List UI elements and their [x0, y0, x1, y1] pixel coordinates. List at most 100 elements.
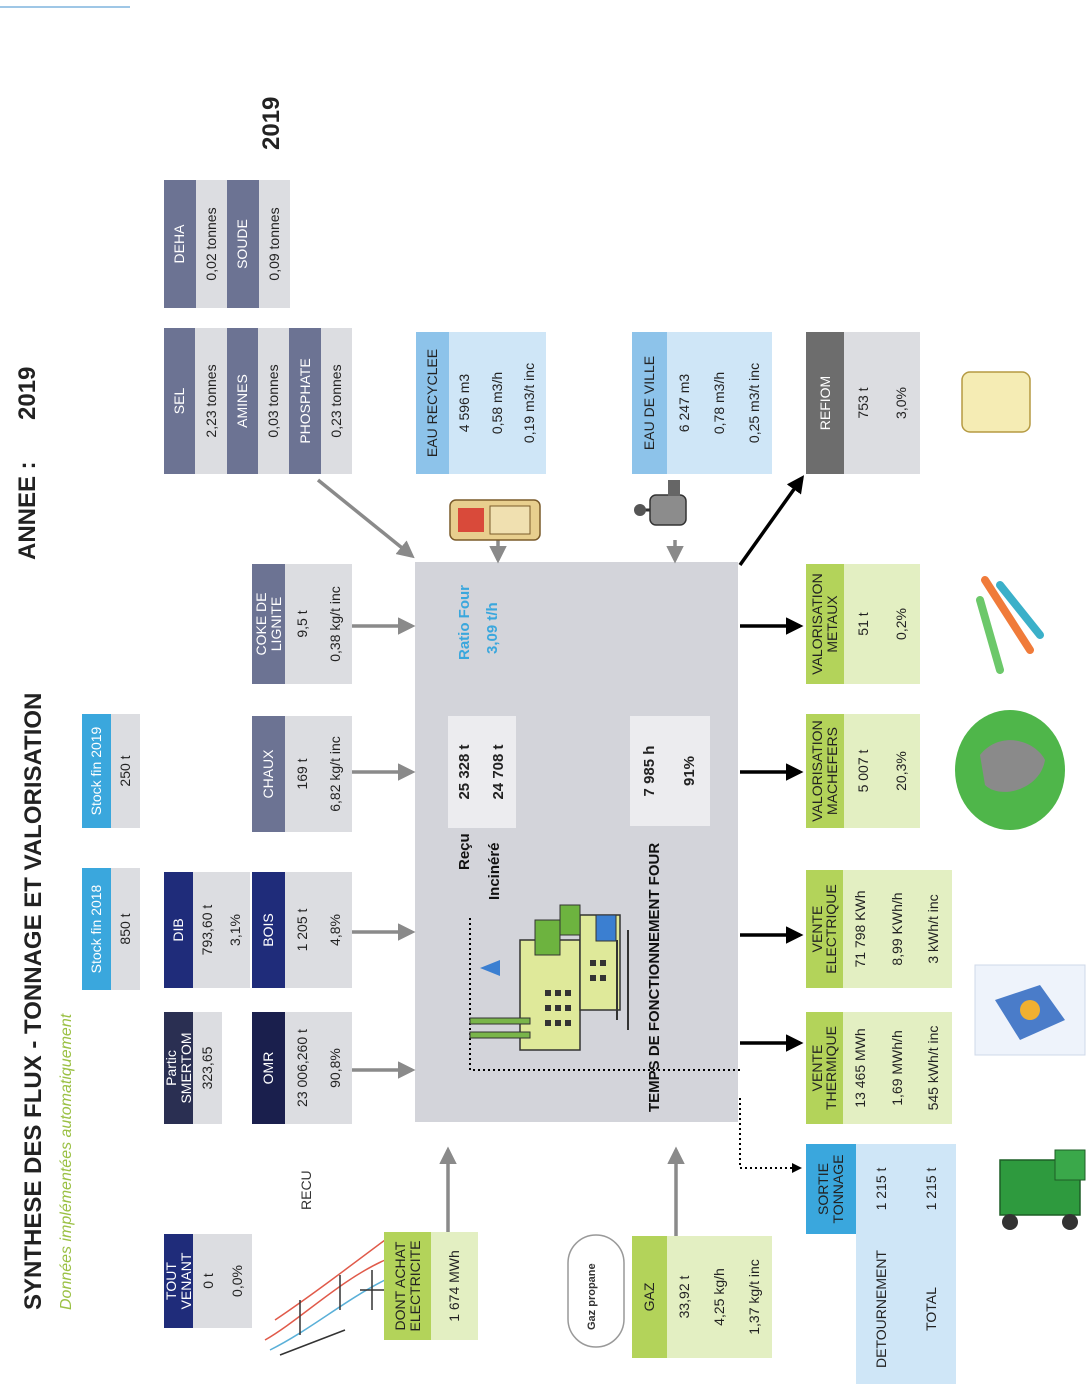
box-vente-thermique: VENTE THERMIQUE 13 465 MWh 1,69 MWh/h 54…: [806, 1012, 952, 1124]
box-stock-2018: Stock fin 2018 850 t: [82, 868, 140, 990]
stock-2019-label: Stock fin 2019: [82, 714, 111, 828]
box-machefers: VALORISATION MACHEFERS 5 007 t 20,3%: [806, 714, 920, 828]
box-sortie-labels: DETOURNEMENT TOTAL: [856, 1234, 956, 1384]
box-electricite: DONT ACHAT ELECTRICITE 1 674 MWh: [384, 1232, 478, 1340]
electrique-ratio: 3 kWh/t inc: [915, 870, 952, 988]
metaux-value: 51 t: [844, 564, 882, 684]
electricite-label: DONT ACHAT ELECTRICITE: [384, 1232, 431, 1340]
dib-value: 793,60 t: [192, 872, 222, 988]
sel-label: SEL: [164, 328, 196, 474]
bois-pct: 4,8%: [318, 872, 352, 988]
detournement-label: DETOURNEMENT: [856, 1234, 906, 1384]
refiom-bag-icon: [961, 371, 1031, 433]
total-label: TOTAL: [906, 1234, 956, 1384]
eau-ville-ratio: 0,25 m3/t inc: [737, 332, 772, 474]
eau-ville-rate: 0,78 m3/h: [702, 332, 737, 474]
pump-icon: [449, 499, 541, 541]
recu-center-label: Reçu: [456, 833, 473, 870]
amines-value: 0,03 tonnes: [257, 328, 290, 474]
box-vente-electrique: VENTE ELECTRIQUE 71 798 KWh 8,99 KWh/h 3…: [806, 870, 952, 988]
eau-recyclee-value: 4 596 m3: [448, 332, 481, 474]
electricite-value: 1 674 MWh: [431, 1232, 478, 1340]
coke-label: COKE DE LIGNITE: [252, 564, 286, 684]
gaz-ratio: 1,37 kg/t inc: [737, 1236, 772, 1358]
soude-label: SOUDE: [227, 180, 259, 308]
box-eau-recyclee: EAU RECYCLEE 4 596 m3 0,58 m3/h 0,19 m3/…: [416, 332, 546, 474]
dib-pct: 3,1%: [221, 872, 251, 988]
sortie-detournement-value: 1 215 t: [856, 1144, 906, 1234]
gaz-propane-label: Gaz propane: [586, 1263, 598, 1330]
box-dib: DIB 793,60 t 3,1%: [164, 872, 251, 988]
dib-label: DIB: [164, 872, 193, 988]
gaz-value: 33,92 t: [667, 1236, 702, 1358]
thermique-rate: 1,69 MWh/h: [879, 1012, 916, 1124]
amines-label: AMINES: [226, 328, 258, 474]
partic-smertom-value: 323,65: [193, 1012, 222, 1124]
thermique-ratio: 545 kWh/t inc: [915, 1012, 952, 1124]
phosphate-label: PHOSPHATE: [289, 328, 321, 474]
electrique-label: VENTE ELECTRIQUE: [806, 870, 843, 988]
phosphate-value: 0,23 tonnes: [320, 328, 352, 474]
box-gaz: GAZ 33,92 t 4,25 kg/h 1,37 kg/t inc: [632, 1236, 772, 1358]
metaux-label: VALORISATION METAUX: [806, 564, 844, 684]
chaux-label: CHAUX: [252, 716, 286, 832]
electrique-value: 71 798 KWh: [842, 870, 879, 988]
box-coke: COKE DE LIGNITE 9,5 t 0,38 kg/t inc: [252, 564, 352, 684]
sortie-label: SORTIE TONNAGE: [806, 1144, 856, 1234]
gaz-rate: 4,25 kg/h: [702, 1236, 737, 1358]
omr-label: OMR: [252, 1012, 286, 1124]
sortie-total-value: 1 215 t: [906, 1144, 956, 1234]
incinere-value: 24 708 t: [490, 744, 508, 800]
box-temps: 7 985 h 91%: [630, 716, 710, 826]
electrique-rate: 8,99 KWh/h: [879, 870, 916, 988]
gas-tank-icon: [567, 1234, 625, 1348]
valve-icon: [634, 480, 687, 526]
machefers-value: 5 007 t: [844, 714, 882, 828]
gaz-label: GAZ: [632, 1236, 667, 1358]
deha-label: DEHA: [164, 180, 196, 308]
box-omr: OMR 23 006,260 t 90,8%: [252, 1012, 352, 1124]
ratio-four-label: Ratio Four: [456, 585, 473, 660]
refiom-value: 753 t: [844, 332, 882, 474]
recu-label: RECU: [298, 1170, 314, 1210]
sel-value: 2,23 tonnes: [195, 328, 227, 474]
temps-label: TEMPS DE FONCTIONNEMENT FOUR: [646, 842, 663, 1112]
pylon-icon: [264, 1239, 386, 1356]
box-refiom: REFIOM 753 t 3,0%: [806, 332, 920, 474]
box-partic-smertom: Partic SMERTOM 323,65: [164, 1012, 222, 1124]
factory-icon: [469, 904, 629, 1051]
turbine-icon: [974, 964, 1086, 1056]
box-chaux: CHAUX 169 t 6,82 kg/t inc: [252, 716, 352, 832]
eau-recyclee-label: EAU RECYCLEE: [416, 332, 449, 474]
machefers-pct: 20,3%: [882, 714, 920, 828]
partic-smertom-label: Partic SMERTOM: [164, 1012, 193, 1124]
box-tout-venant: TOUT VENANT 0 t 0,0%: [164, 1234, 252, 1328]
tout-venant-pct: 0,0%: [222, 1234, 252, 1328]
eau-ville-value: 6 247 m3: [667, 332, 702, 474]
metal-tubes-icon: [976, 576, 1044, 674]
box-bois: BOIS 1 205 t 4,8%: [252, 872, 352, 988]
eau-ville-label: EAU DE VILLE: [632, 332, 667, 474]
temps-pct: 91%: [681, 755, 699, 787]
coke-value: 9,5 t: [285, 564, 319, 684]
machefers-label: VALORISATION MACHEFERS: [806, 714, 844, 828]
truck-icon: [999, 1149, 1086, 1230]
deha-value: 0,02 tonnes: [195, 180, 227, 308]
ratio-four-value: 3,09 t/h: [484, 602, 501, 654]
temps-hours: 7 985 h: [641, 745, 659, 797]
omr-value: 23 006,260 t: [285, 1012, 319, 1124]
slag-pile-icon: [955, 710, 1065, 830]
thermique-label: VENTE THERMIQUE: [806, 1012, 843, 1124]
tout-venant-label: TOUT VENANT: [164, 1234, 194, 1328]
bois-label: BOIS: [252, 872, 286, 988]
refiom-pct: 3,0%: [882, 332, 920, 474]
refiom-label: REFIOM: [806, 332, 844, 474]
stock-2019-value: 250 t: [111, 714, 140, 828]
box-deha-soude: DEHA 0,02 tonnes SOUDE 0,09 tonnes: [164, 180, 290, 308]
box-sortie-tonnage: SORTIE TONNAGE 1 215 t 1 215 t: [806, 1144, 956, 1234]
incinere-label: Incinéré: [486, 842, 503, 900]
thermique-value: 13 465 MWh: [842, 1012, 879, 1124]
tout-venant-value: 0 t: [193, 1234, 223, 1328]
top-rule: [0, 6, 130, 8]
